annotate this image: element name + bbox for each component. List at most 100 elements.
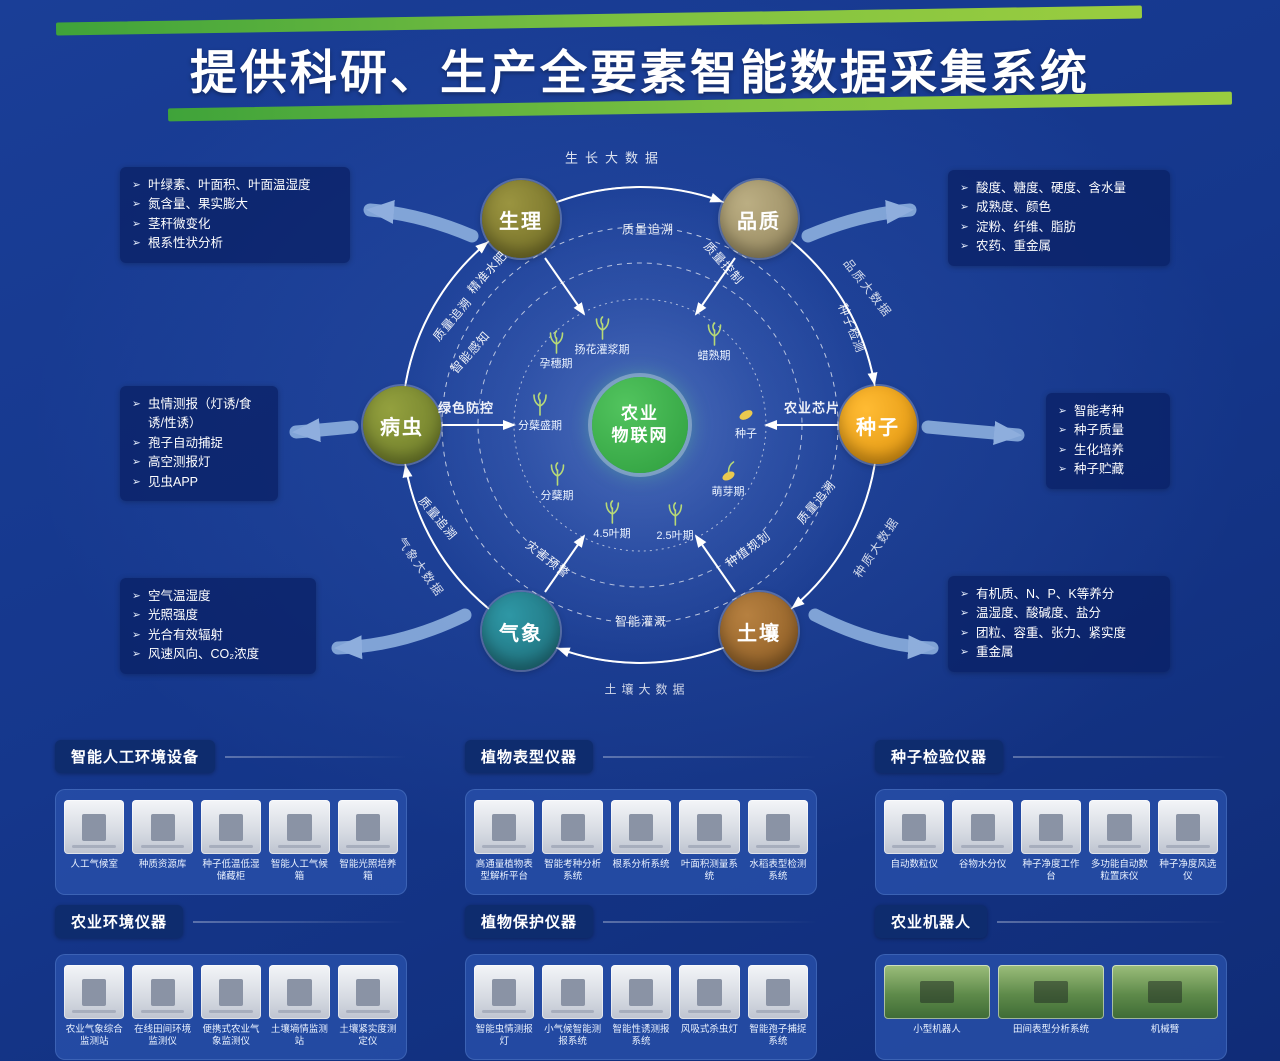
product-item: 自动数粒仪: [884, 800, 945, 887]
orbit-label-seed-testing: 种子检测: [835, 301, 868, 355]
product-item: 种子净度风选仪: [1157, 800, 1219, 887]
product-item: 土壤紧实度测定仪: [337, 965, 399, 1052]
node-soil: 土壤: [720, 592, 798, 670]
product-photo: [1112, 965, 1218, 1019]
product-label: 多功能自动数粒置床仪: [1090, 859, 1148, 882]
product-image: [747, 965, 809, 1019]
panel-title-badge: 智能人工环境设备: [55, 740, 216, 773]
panel-body: 农业气象综合监测站 在线田间环境监测仪 便携式农业气象监测仪 土壤墒情监测站 土…: [55, 954, 407, 1060]
orbit-label-smart-sensing: 智能感知: [447, 328, 493, 377]
product-photo: [884, 965, 990, 1019]
stage-flowering: 扬花灌浆期: [575, 316, 630, 357]
callout-item: 生化培养: [1058, 441, 1158, 460]
orbit-label-weather-bigdata: 气象大数据: [394, 534, 447, 600]
rice-plant-icon: [550, 462, 564, 486]
panel-head: 智能人工环境设备: [55, 740, 407, 773]
product-item: 农业气象综合监测站: [64, 965, 125, 1052]
callout-item: 虫情测报（灯诱/食诱/性诱）: [132, 395, 266, 434]
product-label: 风吸式杀虫灯: [680, 1024, 738, 1035]
product-image: [132, 800, 193, 854]
stage-label: 种子: [735, 428, 757, 440]
callout-item: 有机质、N、P、K等养分: [960, 585, 1158, 604]
callout-item: 重金属: [960, 643, 1158, 662]
product-label: 种质资源库: [138, 859, 187, 870]
rice-plant-icon: [549, 330, 563, 354]
product-image: [269, 800, 330, 854]
product-label: 自动数粒仪: [890, 859, 938, 870]
stage-tillering: 分蘖期: [541, 462, 574, 503]
node-physiology: 生理: [482, 180, 560, 258]
stage-label: 孕穗期: [539, 358, 573, 370]
page-title: 提供科研、生产全要素智能数据采集系统: [190, 46, 1090, 99]
panel-head: 种子检验仪器: [875, 740, 1227, 773]
product-label: 种子净度风选仪: [1159, 859, 1217, 882]
panel-title-badge: 农业环境仪器: [55, 905, 184, 938]
stage-4-5-leaf: 4.5叶期: [593, 500, 631, 541]
orbit-label-planting-plan: 种植规划: [723, 528, 774, 571]
stage-label: 分蘖期: [540, 490, 574, 502]
callout-item: 空气温湿度: [132, 587, 304, 606]
orbit-label-green-control: 绿色防控: [437, 400, 495, 416]
product-image: [337, 965, 399, 1019]
product-item: 便携式农业气象监测仪: [200, 965, 262, 1052]
callout-item: 见虫APP: [132, 473, 266, 492]
stage-booting: 孕穗期: [540, 330, 573, 371]
product-label: 小气候智能测报系统: [544, 1024, 602, 1047]
product-image: [747, 800, 809, 854]
seed-callout: 智能考种 种子质量 生化培养 种子贮藏: [1046, 393, 1170, 489]
product-item: 种子净度工作台: [1020, 800, 1082, 887]
callout-item: 农药、重金属: [960, 237, 1158, 256]
orbit-label-precise-irrigation: 精准水肥: [464, 248, 510, 297]
product-item: 水稻表型检测系统: [747, 800, 809, 887]
product-image: [952, 800, 1013, 854]
stage-label: 萌芽期: [711, 486, 745, 498]
product-item: 高通量植物表型解析平台: [474, 800, 535, 887]
product-item: 多功能自动数粒置床仪: [1089, 800, 1150, 887]
product-image: [542, 800, 603, 854]
node-quality-label: 品质: [737, 210, 781, 233]
panel-body: 小型机器人 田间表型分析系统 机械臂: [875, 954, 1227, 1060]
callout-item: 光合有效辐射: [132, 626, 304, 645]
weather-callout: 空气温湿度 光照强度 光合有效辐射 风速风向、CO₂浓度: [120, 578, 316, 674]
panel-title-badge: 农业机器人: [875, 905, 988, 938]
orbit-label-smart-irrigation: 智能灌溉: [614, 614, 668, 629]
product-item: 在线田间环境监测仪: [132, 965, 193, 1052]
panel-head: 农业机器人: [875, 905, 1227, 938]
product-label: 高通量植物表型解析平台: [475, 859, 533, 882]
panel-head: 植物表型仪器: [465, 740, 817, 773]
pest-callout: 虫情测报（灯诱/食诱/性诱） 孢子自动捕捉 高空测报灯 见虫APP: [120, 386, 278, 501]
product-image: [610, 800, 672, 854]
orbit-label-disaster-warning: 灾害预警: [522, 537, 573, 581]
callout-item: 种子质量: [1058, 421, 1158, 440]
product-label: 人工气候室: [70, 859, 118, 870]
callout-item: 氮含量、果实膨大: [132, 195, 338, 214]
panel-title-badge: 植物保护仪器: [465, 905, 594, 938]
stage-seed: 种子: [735, 400, 757, 441]
orbit-label-germplasm-bigdata: 种质大数据: [851, 514, 902, 581]
stage-label: 蜡熟期: [697, 350, 731, 362]
product-label: 便携式农业气象监测仪: [202, 1024, 260, 1047]
product-item: 小型机器人: [884, 965, 990, 1052]
panel-agri-robots: 农业机器人 小型机器人 田间表型分析系统 机械臂: [875, 905, 1227, 1060]
product-label: 水稻表型检测系统: [749, 859, 807, 882]
product-image: [64, 965, 125, 1019]
product-item: 智能虫情测报灯: [474, 965, 535, 1052]
orbit-label-soil-bigdata: 土壤大数据: [604, 682, 690, 697]
product-label: 智能性诱测报系统: [612, 1024, 670, 1047]
physiology-callout: 叶绿素、叶面积、叶面温湿度 氮含量、果实膨大 茎秆微变化 根系性状分析: [120, 167, 350, 263]
callout-item: 高空测报灯: [132, 453, 266, 472]
product-item: 智能考种分析系统: [542, 800, 603, 887]
callout-item: 淀粉、纤维、脂肪: [960, 218, 1158, 237]
callout-item: 成熟度、颜色: [960, 198, 1158, 217]
product-item: 种质资源库: [132, 800, 193, 887]
rice-plant-icon: [668, 502, 682, 526]
center-label-line2: 物联网: [611, 426, 669, 445]
panel-plant-protection-instruments: 植物保护仪器 智能虫情测报灯 小气候智能测报系统 智能性诱测报系统 风吸式杀虫灯…: [465, 905, 817, 1060]
product-item: 智能孢子捕捉系统: [747, 965, 809, 1052]
seed-icon: [737, 408, 755, 422]
callout-item: 光照强度: [132, 606, 304, 625]
product-item: 智能性诱测报系统: [610, 965, 672, 1052]
product-label: 种子低温低湿储藏柜: [202, 859, 260, 882]
product-image: [679, 965, 740, 1019]
stage-peak-tillering: 分蘖盛期: [518, 392, 562, 433]
